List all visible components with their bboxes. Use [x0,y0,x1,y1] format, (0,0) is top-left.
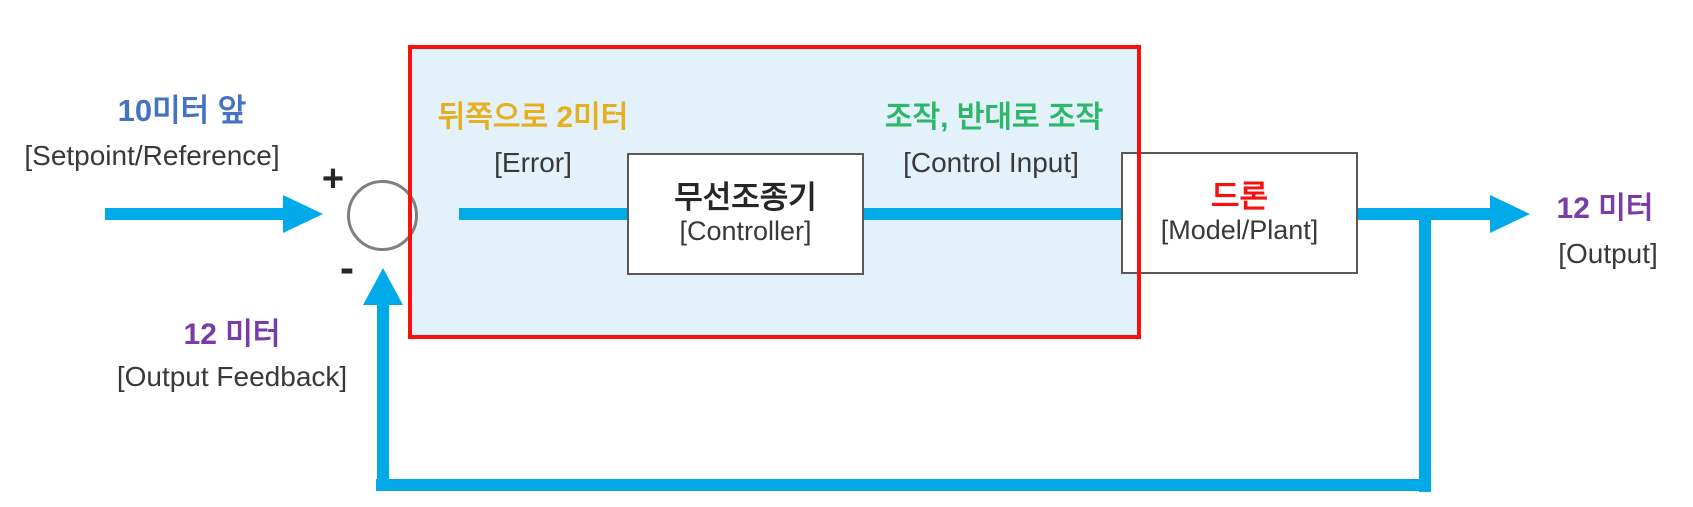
control-input-label-ko: 조작, 반대로 조작 [884,101,1104,134]
controller-title: 무선조종기 [674,180,817,216]
error-label-ko: 뒤쪽으로 2미터 [437,101,629,134]
setpoint-arrow-line [105,208,285,220]
feedback-branch-line [1419,208,1431,492]
feedback-up-line [377,300,389,480]
control-input-label-en: [Control Input] [903,147,1079,178]
feedback-label-ko: 12 미터 [183,318,281,351]
output-label-en: [Output] [1558,238,1658,269]
controller-subtitle: [Controller] [679,216,812,247]
output-arrowhead-icon [1490,195,1530,233]
error-signal-line [459,208,631,220]
output-label-ko: 12 미터 [1556,192,1654,225]
setpoint-arrowhead-icon [283,195,323,233]
feedback-arrowhead-icon [363,268,403,305]
error-label-en: [Error] [494,147,572,178]
plant-subtitle: [Model/Plant] [1160,215,1319,246]
plant-box: 드론 [Model/Plant] [1121,152,1358,274]
plant-title: 드론 [1210,179,1269,215]
feedback-bottom-line [376,479,1431,491]
setpoint-label-ko: 10미터 앞 [117,93,247,128]
controller-box: 무선조종기 [Controller] [627,153,864,275]
feedback-label-en: [Output Feedback] [116,361,348,392]
plus-sign: + [321,158,345,200]
control-input-line [861,208,1123,220]
setpoint-label-en: [Setpoint/Reference] [24,140,280,171]
summing-junction-circle [347,180,418,251]
minus-sign: - [340,244,354,291]
